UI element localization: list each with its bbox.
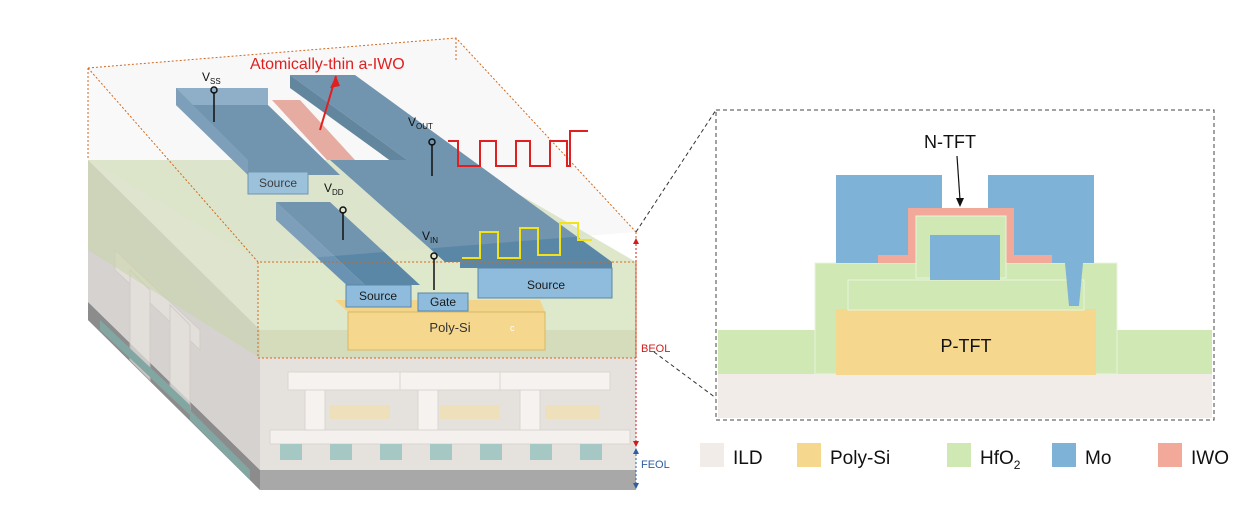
feol-block (88, 160, 636, 490)
vout-waveform (448, 130, 588, 167)
source-label-left: Source (359, 289, 397, 303)
iwo-strip (272, 100, 355, 160)
gate-label: Gate (430, 295, 456, 309)
vss-metal-line: Source (176, 88, 340, 195)
legend-swatch-mo (1052, 443, 1076, 467)
poly-si-label: Poly-Si (429, 320, 470, 335)
iwo-channel (878, 208, 1052, 263)
legend-swatch-poly-si (797, 443, 821, 467)
layer-scale: BEOL FEOL (633, 238, 670, 489)
terminal-probes (210, 86, 438, 290)
vout-metal-plate (290, 75, 612, 275)
legend-swatch-iwo (1158, 443, 1182, 467)
legend-label-poly-si: Poly-Si (830, 448, 890, 469)
zoom-guide-bottom (653, 351, 717, 399)
zoom-guide-top (635, 109, 717, 233)
legend-label-ild: ILD (733, 448, 763, 469)
legend: ILD Poly-Si HfO2 Mo IWO (700, 443, 1229, 472)
vin-label: VIN (422, 229, 438, 245)
p-tft-poly-si (836, 309, 1096, 375)
n-tft-label: N-TFT (924, 132, 976, 152)
iwo-annotation: Atomically-thin a-IWO (250, 56, 405, 73)
vin-waveform (462, 222, 592, 259)
beol-block: Poly-Si c Source Source (87, 37, 637, 359)
mo-gate (930, 235, 1000, 280)
legend-swatch-ild (700, 443, 724, 467)
legend-label-hfo: HfO2 (980, 448, 1021, 472)
beol-label: BEOL (641, 343, 670, 355)
source-label-right: Source (527, 278, 565, 292)
contact-mark: c (510, 323, 515, 333)
source-label-top: Source (259, 176, 297, 190)
source-pad-right: Source (460, 262, 613, 299)
vout-label: VOUT (408, 115, 433, 131)
legend-swatch-hfo (947, 443, 971, 467)
gate-pad: Gate (417, 292, 469, 312)
mo-via (1065, 263, 1083, 306)
p-tft-label: P-TFT (941, 336, 992, 356)
feol-label: FEOL (641, 459, 670, 471)
vss-label: VSS (202, 70, 221, 86)
legend-label-mo: Mo (1085, 448, 1111, 469)
vdd-label: VDD (324, 181, 344, 197)
cross-section-panel: P-TFT N-TFT (715, 109, 1215, 421)
legend-label-iwo: IWO (1191, 448, 1229, 469)
vdd-metal-line: Source (276, 202, 420, 308)
